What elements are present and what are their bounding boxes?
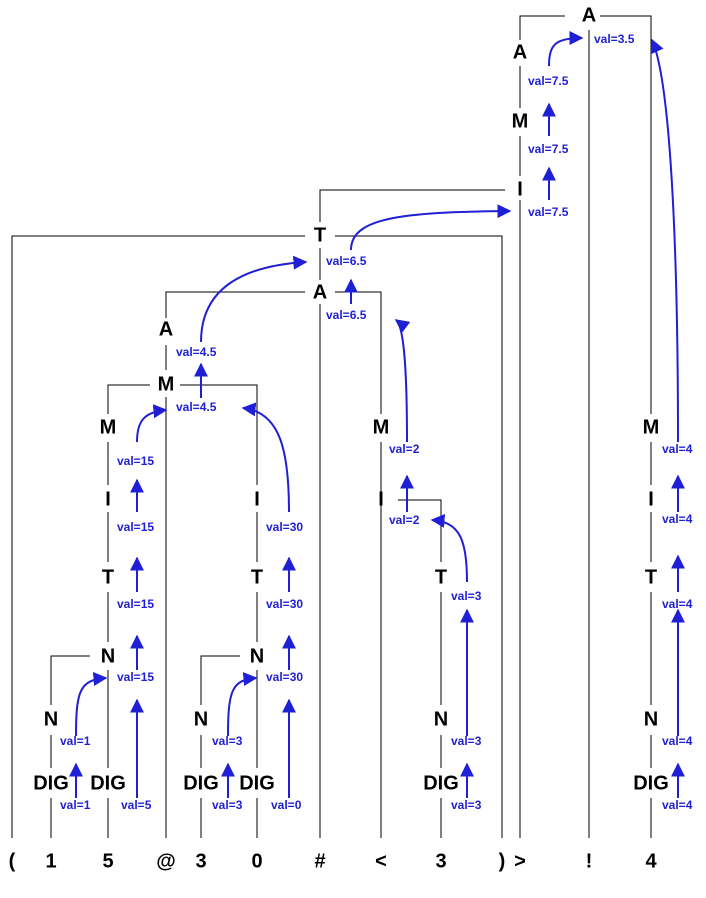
value-label: val=4 bbox=[662, 442, 693, 456]
attribute-values: val=1 val=5 val=3 val=0 val=3 val=4 val=… bbox=[60, 32, 693, 812]
node-a: A bbox=[159, 318, 173, 340]
value-label: val=4.5 bbox=[176, 345, 217, 359]
node-t: T bbox=[102, 566, 114, 588]
flow-arrow bbox=[75, 671, 108, 737]
flow-arrow bbox=[430, 513, 468, 583]
node-m: M bbox=[100, 416, 117, 438]
token-bang: ! bbox=[586, 850, 593, 872]
input-tokens: ( 1 5 @ 3 0 # < 3 ) > ! 4 bbox=[9, 850, 658, 872]
node-m: M bbox=[158, 373, 175, 395]
token-digit-4: 4 bbox=[645, 850, 657, 872]
node-n: N bbox=[644, 708, 658, 730]
value-label: val=3 bbox=[451, 734, 482, 748]
value-label: val=30 bbox=[266, 670, 303, 684]
flow-arrow bbox=[548, 31, 584, 67]
token-less-than: < bbox=[375, 850, 387, 872]
value-label: val=3 bbox=[212, 798, 243, 812]
node-t: T bbox=[645, 566, 657, 588]
node-m: M bbox=[512, 110, 529, 132]
node-n: N bbox=[194, 708, 208, 730]
value-label: val=2 bbox=[389, 513, 420, 527]
node-m: M bbox=[373, 416, 390, 438]
token-digit-5: 5 bbox=[102, 850, 113, 872]
flow-arrow bbox=[227, 672, 258, 737]
value-label: val=15 bbox=[117, 454, 154, 468]
token-hash: # bbox=[314, 850, 325, 872]
value-label: val=4.5 bbox=[176, 400, 217, 414]
node-dig: DIG bbox=[90, 772, 126, 794]
value-label: val=7.5 bbox=[528, 74, 569, 88]
value-label: val=30 bbox=[266, 597, 303, 611]
node-t: T bbox=[435, 566, 447, 588]
token-digit-3: 3 bbox=[195, 850, 206, 872]
flow-arrow bbox=[650, 38, 679, 443]
value-label: val=3 bbox=[451, 798, 482, 812]
value-label: val=30 bbox=[266, 520, 303, 534]
flow-arrow bbox=[394, 319, 411, 443]
token-digit-3-b: 3 bbox=[435, 850, 446, 872]
node-a-root: A bbox=[582, 4, 596, 26]
token-close-paren: ) bbox=[499, 850, 506, 872]
tree-edges bbox=[11, 15, 652, 838]
flow-arrow bbox=[350, 204, 512, 251]
value-label: val=15 bbox=[117, 597, 154, 611]
token-digit-1: 1 bbox=[45, 850, 56, 872]
node-a: A bbox=[513, 41, 527, 63]
flow-arrow bbox=[136, 404, 168, 443]
node-t: T bbox=[251, 566, 263, 588]
value-label: val=6.5 bbox=[326, 254, 367, 268]
node-dig: DIG bbox=[33, 772, 69, 794]
value-label: val=4 bbox=[662, 734, 693, 748]
flow-arrow bbox=[200, 255, 308, 343]
value-label: val=1 bbox=[60, 798, 91, 812]
token-open-paren: ( bbox=[9, 850, 16, 872]
value-flow-arrows bbox=[69, 31, 685, 798]
value-label: val=1 bbox=[60, 734, 91, 748]
value-label: val=4 bbox=[662, 512, 693, 526]
node-a: A bbox=[313, 281, 327, 303]
node-i: I bbox=[378, 488, 384, 510]
value-label: val=3 bbox=[451, 589, 482, 603]
node-i: I bbox=[105, 488, 111, 510]
value-label: val=6.5 bbox=[326, 308, 367, 322]
value-label: val=3 bbox=[212, 734, 243, 748]
value-label: val=3.5 bbox=[594, 32, 635, 46]
node-dig: DIG bbox=[183, 772, 219, 794]
node-t: T bbox=[314, 224, 326, 246]
value-label: val=7.5 bbox=[528, 142, 569, 156]
node-n: N bbox=[44, 708, 58, 730]
value-label: val=2 bbox=[389, 442, 420, 456]
node-n: N bbox=[434, 708, 448, 730]
value-label: val=7.5 bbox=[528, 205, 569, 219]
value-label: val=4 bbox=[662, 798, 693, 812]
token-digit-0: 0 bbox=[251, 850, 262, 872]
flow-arrow bbox=[241, 402, 290, 513]
value-label: val=15 bbox=[117, 520, 154, 534]
value-label: val=15 bbox=[117, 670, 154, 684]
node-i: I bbox=[648, 488, 654, 510]
node-dig: DIG bbox=[239, 772, 275, 794]
value-label: val=4 bbox=[662, 597, 693, 611]
token-greater-than: > bbox=[514, 850, 526, 872]
tree-nodes: DIG DIG DIG DIG DIG DIG N N N N N N T I … bbox=[33, 4, 669, 794]
token-at: @ bbox=[156, 850, 176, 872]
value-label: val=5 bbox=[121, 798, 152, 812]
node-i: I bbox=[517, 178, 523, 200]
node-dig: DIG bbox=[633, 772, 669, 794]
node-m: M bbox=[643, 416, 660, 438]
node-n: N bbox=[250, 645, 264, 667]
node-i: I bbox=[254, 488, 260, 510]
node-dig: DIG bbox=[423, 772, 459, 794]
value-label: val=0 bbox=[271, 798, 302, 812]
node-n: N bbox=[101, 645, 115, 667]
